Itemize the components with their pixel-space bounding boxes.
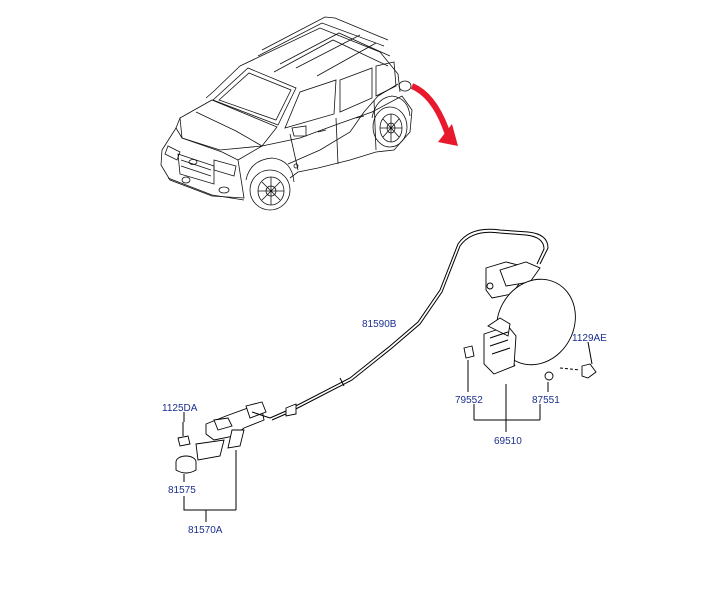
filler-housing-icon	[483, 317, 517, 375]
opener-lever-icon	[195, 401, 271, 461]
fuel-filler-door-icon	[496, 278, 576, 367]
label-bolt-right[interactable]: 1129AE	[572, 333, 607, 344]
label-opener-assy[interactable]: 81570A	[188, 525, 223, 536]
label-bumper[interactable]: 81575	[168, 485, 196, 496]
left-leader-lines	[183, 412, 237, 522]
screw-part-icon	[177, 422, 191, 447]
label-housing-assy[interactable]: 69510	[494, 436, 522, 447]
clip-part-icon	[463, 345, 475, 359]
bolt-part-icon	[559, 363, 597, 379]
opener-cable-icon	[269, 228, 549, 421]
label-clip[interactable]: 79552	[455, 395, 483, 406]
bumper-part-icon	[175, 455, 197, 474]
label-cap[interactable]: 87551	[532, 395, 560, 406]
label-cable[interactable]: 81590B	[362, 319, 397, 330]
vehicle-illustration-icon	[160, 16, 413, 211]
cap-part-icon	[544, 371, 554, 381]
label-screw-left[interactable]: 1125DA	[162, 403, 198, 414]
right-leader-lines	[467, 341, 593, 432]
red-pointer-arrow-icon	[410, 83, 458, 146]
